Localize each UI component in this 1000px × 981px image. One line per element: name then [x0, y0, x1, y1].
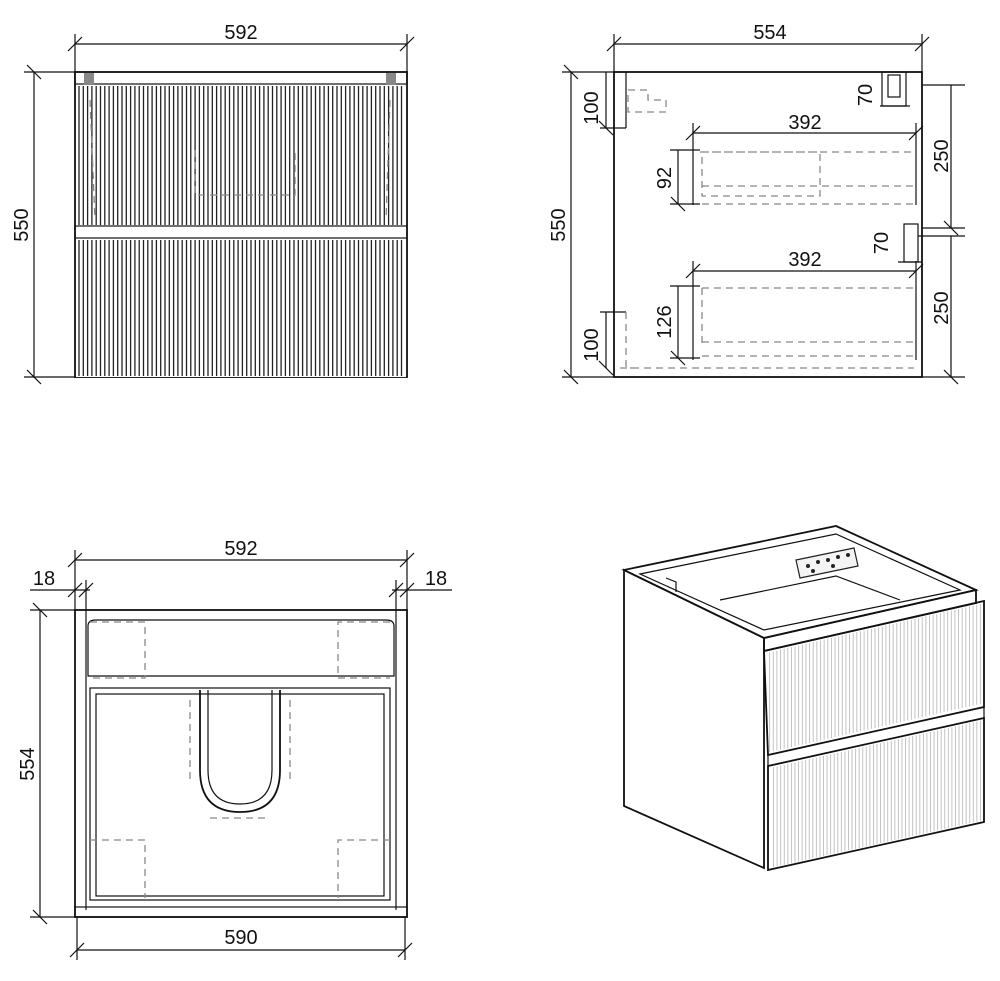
iso-top-inner: [638, 533, 962, 631]
side-lower-section-dimension: 250: [922, 236, 965, 385]
iso-side-panel: [623, 568, 765, 870]
top-left-panel-dimension: 18: [30, 568, 94, 610]
iso-bracket: [795, 547, 859, 579]
side-upper-section-label: 250: [931, 139, 953, 172]
upper-drawer-slats: [78, 86, 403, 225]
top-view: 592 18 18 554: [17, 538, 452, 960]
top-outline: [74, 609, 408, 918]
side-top-bracket-dimension: 100: [581, 72, 627, 136]
top-left-panel-label: 18: [33, 568, 55, 590]
front-hidden-lines: [89, 99, 391, 221]
top-width-dimension: 592: [67, 538, 415, 610]
front-right-clip: [386, 73, 396, 95]
front-width-dimension: 592: [67, 22, 415, 75]
iso-back-panel: [719, 575, 901, 601]
front-divider-rail: [74, 225, 408, 239]
side-height-dimension: 550: [548, 64, 614, 385]
top-width-label: 592: [224, 538, 257, 560]
side-lower-drawer-height-dimension: 126: [654, 285, 700, 366]
side-upper-drawer-height-label: 92: [654, 167, 676, 189]
iso-side-clip: [665, 577, 677, 592]
top-front-rail: [74, 906, 408, 918]
side-upper-section-dimension: 250: [922, 84, 965, 236]
side-lower-drawer-depth-label: 392: [788, 249, 821, 271]
top-bottom-width-dimension: 590: [69, 917, 413, 960]
front-width-label: 592: [224, 22, 257, 44]
side-mid-gap-label: 70: [871, 232, 893, 254]
top-siphon-cutout-inner: [207, 690, 273, 805]
top-hidden-brackets: [90, 621, 390, 898]
top-drawer-box: [89, 687, 391, 901]
front-left-clip: [84, 73, 94, 95]
iso-lower-drawer-slats: [773, 720, 981, 868]
front-top-rail: [74, 71, 408, 85]
top-depth-dimension: 554: [17, 602, 75, 925]
front-upper-drawer: [76, 85, 406, 226]
iso-lower-drawer: [767, 716, 985, 872]
side-height-label: 550: [548, 208, 570, 241]
side-outline: [613, 71, 923, 378]
side-upper-drawer-depth-label: 392: [788, 112, 821, 134]
side-bottom-bracket-dimension: 100: [581, 311, 626, 376]
side-upper-drawer-depth-dimension: 392: [685, 112, 924, 205]
side-view: 554 550 100 70: [548, 22, 965, 385]
iso-upper-drawer-slats: [769, 603, 981, 753]
top-siphon-hidden: [189, 700, 291, 819]
top-right-panel-label: 18: [425, 568, 447, 590]
isometric-view: [621, 525, 985, 872]
top-drawer-inner: [95, 693, 385, 897]
side-lower-drawer-depth-dimension: 392: [685, 249, 924, 360]
upper-drawer-hidden: [700, 151, 914, 205]
side-upper-drawer-height-dimension: 92: [654, 149, 700, 212]
side-bottom-bracket-label: 100: [581, 328, 603, 361]
iso-top-rim: [621, 525, 979, 639]
top-siphon-cutout-outer: [199, 690, 281, 813]
top-bottom-width-label: 590: [224, 927, 257, 949]
side-mid-gap-dimension: 70: [871, 223, 965, 263]
side-depth-label: 554: [753, 22, 786, 44]
lower-drawer-hidden: [701, 287, 914, 357]
top-bracket-hidden: [627, 89, 667, 113]
side-lower-drawer-height-label: 126: [654, 305, 676, 338]
side-lower-section-label: 250: [931, 291, 953, 324]
lower-drawer-slats: [78, 240, 403, 376]
front-height-dimension: 550: [11, 64, 75, 385]
side-top-right-gap-dimension: 70: [855, 71, 910, 107]
side-depth-dimension: 554: [606, 22, 930, 75]
side-top-right-gap-label: 70: [855, 84, 877, 106]
side-top-bracket-label: 100: [581, 91, 603, 124]
front-view: 592 550: [11, 22, 415, 385]
front-lower-drawer: [76, 239, 406, 377]
top-basin-slot: [87, 619, 395, 677]
top-depth-label: 554: [17, 747, 39, 780]
front-height-label: 550: [11, 208, 33, 241]
top-right-panel-dimension: 18: [388, 568, 452, 610]
bottom-bracket-hidden: [620, 312, 914, 369]
